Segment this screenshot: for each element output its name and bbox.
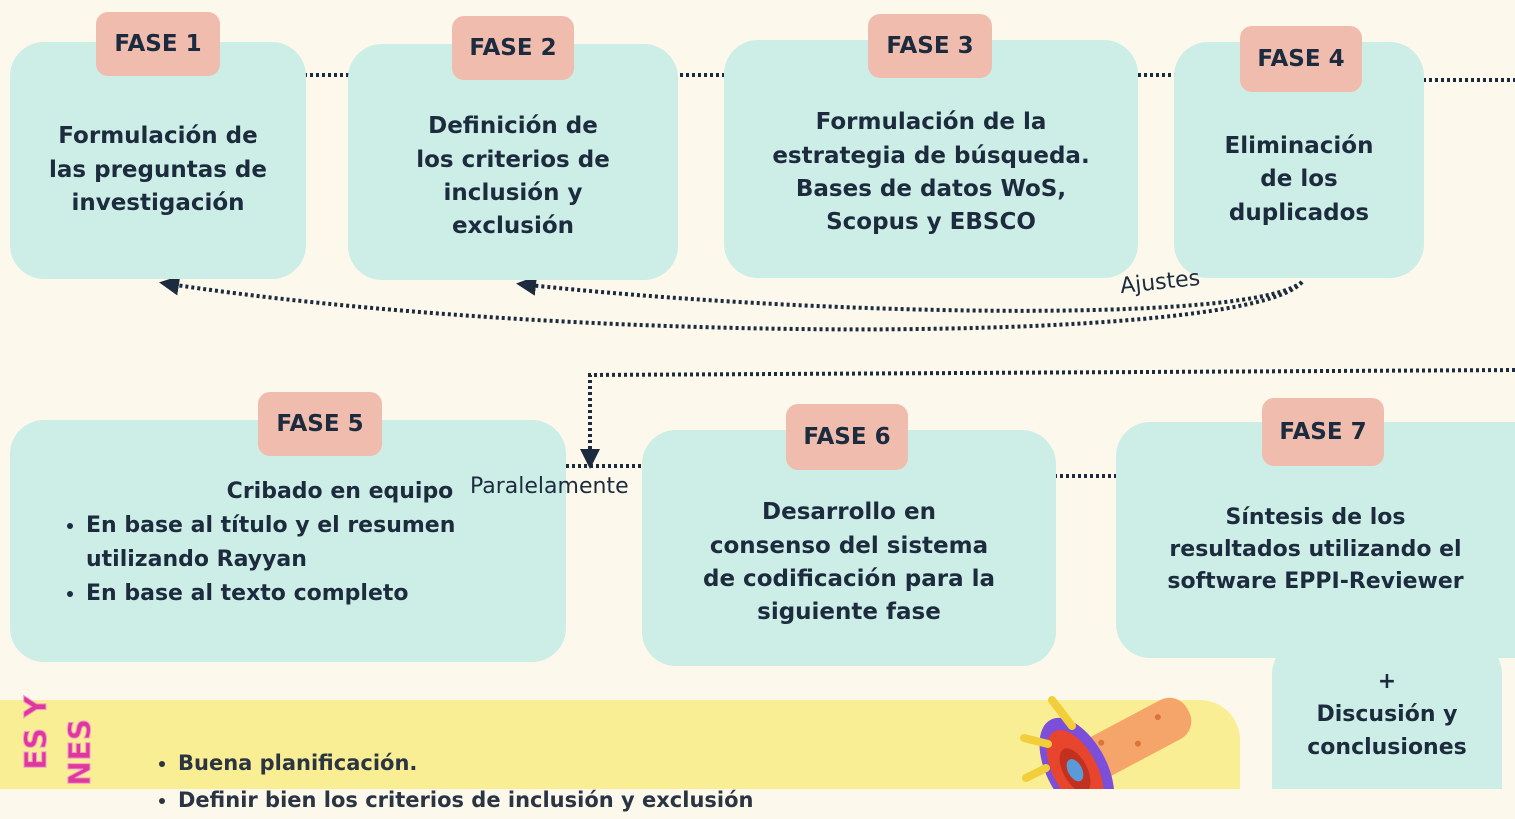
side-title: ES Y NES — [8, 690, 118, 789]
phase-6-line: Desarrollo en — [762, 499, 936, 526]
phase-6-line: de codificación para la — [702, 566, 995, 592]
phase-3-line: Scopus y EBSCO — [826, 209, 1036, 236]
phase-4-line: Eliminación — [1224, 132, 1374, 159]
side-title-graphic: ES Y NES — [19, 694, 99, 787]
phase-2-tag: FASE 2 — [452, 16, 574, 80]
phase-5-bullet: En base al texto completo — [86, 577, 536, 611]
svg-text:ES Y: ES Y — [19, 694, 54, 770]
phase-5-bullet: En base al título y el resumen utilizand… — [86, 509, 536, 577]
phase-7-tag: FASE 7 — [1262, 398, 1384, 466]
conclusions-box: + Discusión y conclusiones — [1272, 640, 1502, 789]
feedback-arrow-f2 — [516, 275, 1304, 313]
phase-3-box: Formulación de la estrategia de búsqueda… — [724, 40, 1138, 278]
phase-1-tag: FASE 1 — [96, 12, 220, 76]
phase-5-bullets: En base al título y el resumen utilizand… — [46, 509, 536, 611]
note-item: Definir bien los criterios de inclusión … — [178, 782, 753, 819]
phase-5-title: Cribado en equipo — [226, 479, 454, 504]
phase-3-line: estrategia de búsqueda. — [772, 142, 1090, 169]
phase-2-line: Definición de — [428, 113, 598, 140]
phase-3-line: Formulación de la — [815, 109, 1047, 136]
feedback-arrow-f1 — [159, 275, 1304, 332]
phase-4-line: de los — [1260, 166, 1338, 193]
phase-7-line: software EPPI-Reviewer — [1167, 568, 1464, 594]
svg-text:NES: NES — [63, 719, 98, 786]
phase-2-line: exclusión — [451, 213, 575, 240]
phase-1-line: Formulación de — [58, 123, 258, 150]
phase-7-line: resultados utilizando el — [1169, 537, 1462, 563]
phase-5-box: Cribado en equipo En base al título y el… — [10, 420, 566, 662]
phase-1-line: investigación — [71, 190, 245, 217]
phase-2-box: Definición de los criterios de inclusión… — [348, 44, 678, 280]
phase-5-tag: FASE 5 — [258, 392, 382, 456]
phase-1-box: Formulación de las preguntas de investig… — [10, 42, 306, 279]
paralelamente-label: Paralelamente — [470, 474, 629, 499]
return-line — [580, 368, 1515, 469]
plus-sign: + — [1377, 669, 1397, 694]
notes-list: Buena planificación. Definir bien los cr… — [150, 745, 753, 819]
megaphone-icon — [1020, 696, 1192, 789]
conclusions-line: conclusiones — [1307, 735, 1467, 760]
phase-3-tag: FASE 3 — [868, 14, 992, 78]
phase-6-tag: FASE 6 — [786, 404, 908, 470]
phase-1-line: las preguntas de — [49, 156, 267, 183]
note-item: Buena planificación. — [178, 745, 753, 782]
phase-7-line: Síntesis de los — [1225, 505, 1406, 531]
phase-2-line: los criterios de — [416, 146, 610, 173]
phase-3-line: Bases de datos WoS, — [795, 176, 1067, 202]
conclusions-line: Discusión y — [1316, 702, 1458, 727]
phase-6-line: siguiente fase — [757, 599, 941, 626]
phase-2-line: inclusión y — [443, 180, 583, 206]
phase-4-tag: FASE 4 — [1240, 26, 1362, 92]
phase-4-line: duplicados — [1228, 199, 1370, 226]
phase-6-line: consenso del sistema — [709, 532, 989, 559]
